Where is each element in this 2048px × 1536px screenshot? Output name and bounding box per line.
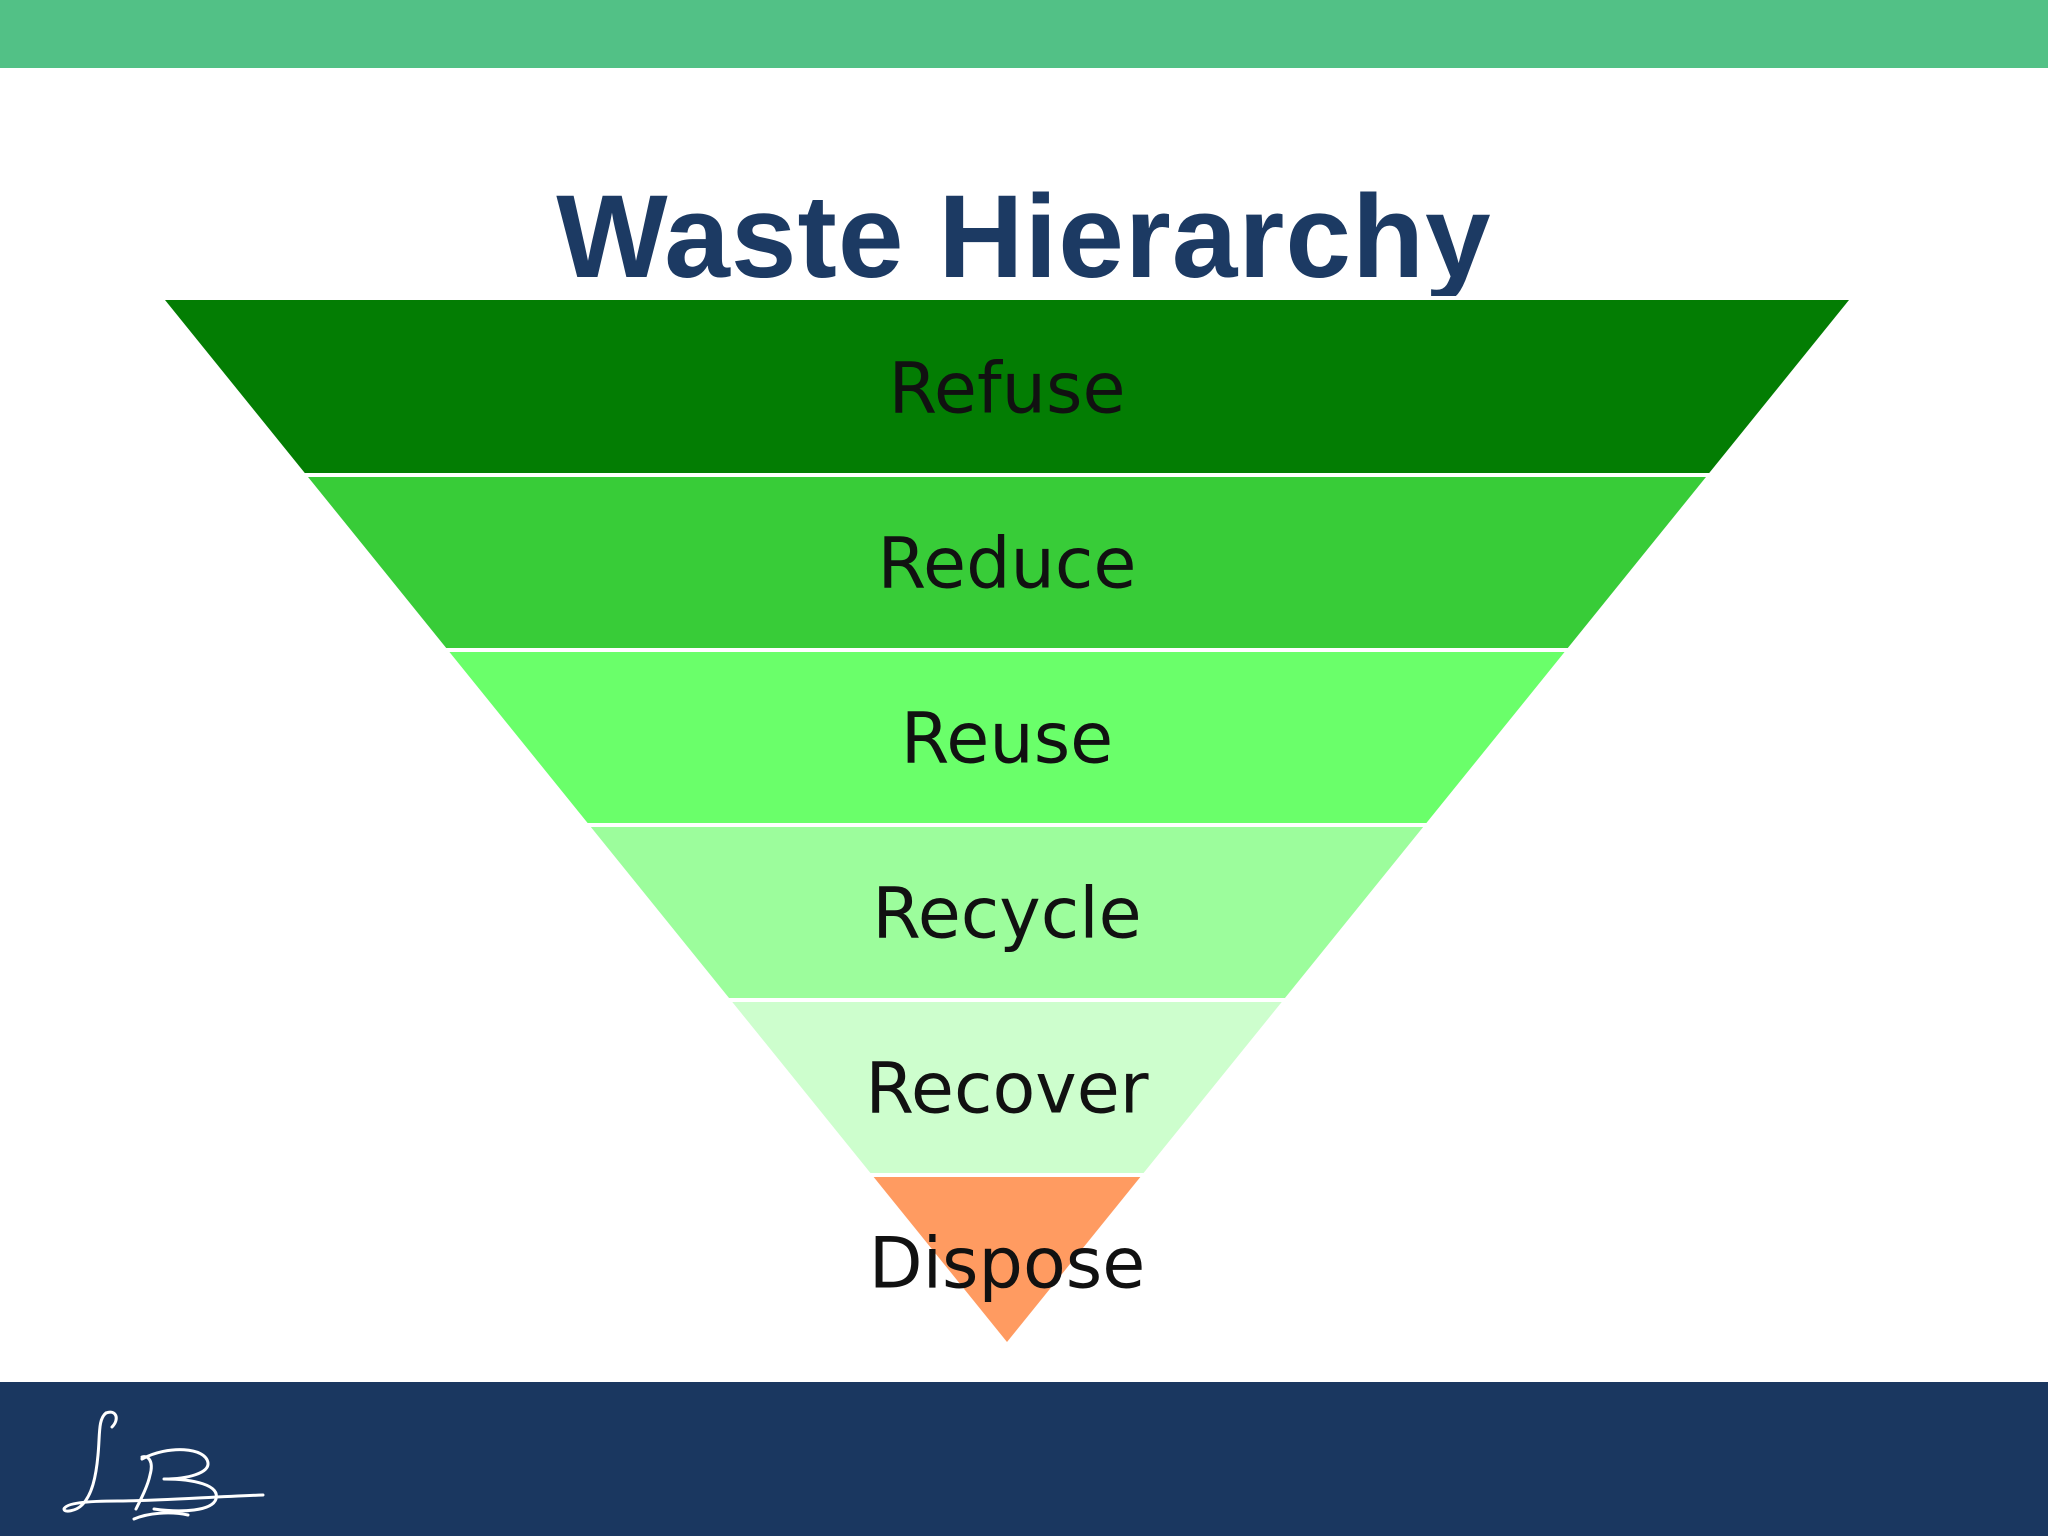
top-accent-bar [0,0,2048,68]
footer-bar [0,1382,2048,1536]
level-recover [732,1002,1282,1173]
level-label-reduce: Reduce [878,523,1137,605]
level-label-recover: Recover [865,1048,1148,1130]
level-label-recycle: Recycle [872,873,1141,955]
level-refuse [165,300,1849,473]
level-recycle [590,827,1424,998]
level-label-dispose: Dispose [869,1223,1146,1305]
hierarchy-levels [165,300,1849,1342]
level-reuse [449,652,1565,823]
level-label-reuse: Reuse [901,698,1113,780]
lb-logo [62,1410,265,1521]
slide-title: Waste Hierarchy [556,178,1492,296]
level-label-refuse: Refuse [888,348,1125,430]
level-dispose [873,1177,1141,1342]
level-reduce [308,477,1706,648]
